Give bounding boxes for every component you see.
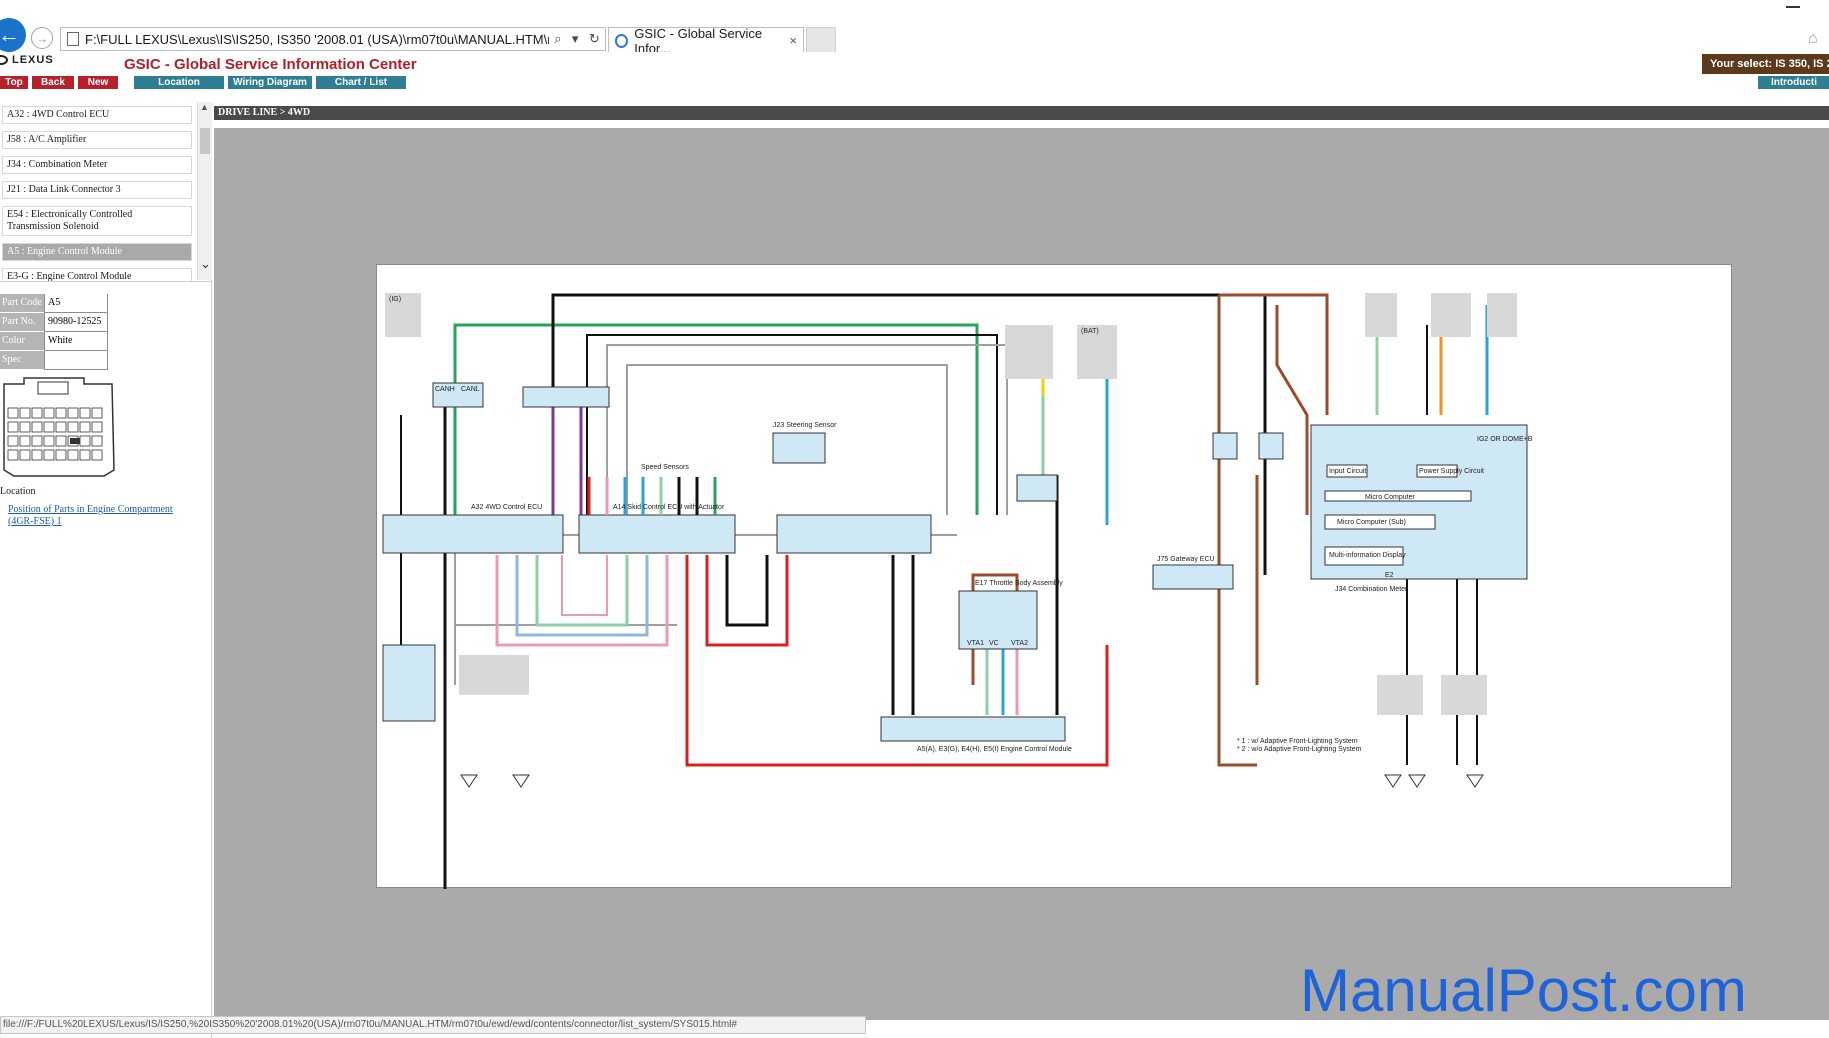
label-multi-info: Multi-information Display: [1329, 552, 1406, 559]
spec-key: Spec: [0, 351, 44, 370]
page-icon: [67, 32, 79, 46]
address-text[interactable]: F:\FULL LEXUS\Lexus\IS\IS250, IS350 '200…: [85, 31, 549, 47]
label-input-circuit: Input Circuit: [1329, 468, 1366, 475]
part-code-value: A5: [44, 294, 108, 313]
top-button[interactable]: Top: [0, 76, 28, 89]
new-button[interactable]: New: [78, 76, 118, 89]
dropdown-icon[interactable]: ▾: [571, 31, 579, 46]
label-vc: VC: [989, 640, 999, 647]
list-scrollbar[interactable]: ▲ ⌄: [197, 102, 212, 280]
park-neutral-box: [1016, 474, 1058, 502]
color-key: Color: [0, 332, 44, 351]
ie-icon: [615, 33, 629, 48]
breadcrumb: DRIVE LINE > 4WD: [214, 106, 1829, 120]
label-micro-computer-sub: Micro Computer (Sub): [1337, 519, 1406, 526]
dlc3-box: [432, 382, 484, 408]
location-link[interactable]: Position of Parts in Engine Compartment …: [8, 504, 173, 527]
wiring-diagram[interactable]: A32 4WD Control ECU A14 Skid Control ECU…: [376, 264, 1732, 945]
throttle-body-box: [958, 590, 1038, 650]
label-micro-computer: Micro Computer: [1365, 494, 1415, 501]
ac-amp-box: [1212, 432, 1238, 460]
part-no-value: 90980-12525: [44, 313, 108, 332]
forward-arrow-icon[interactable]: →: [31, 27, 53, 49]
part-no-key: Part No.: [0, 313, 44, 332]
part-code-key: Part Code: [0, 294, 44, 313]
spec-value: [44, 351, 108, 370]
minimize-icon[interactable]: [1786, 6, 1800, 8]
label-e2: E2: [1385, 572, 1394, 579]
scroll-down-icon[interactable]: ⌄: [200, 256, 211, 271]
back-button[interactable]: Back: [32, 76, 74, 89]
breadcrumb-area: DRIVE LINE > 4WD: [214, 102, 1829, 128]
junction-connector-box: [522, 386, 610, 408]
label-bat: (BAT): [1081, 328, 1099, 335]
label-speed-sensors: Speed Sensors: [641, 464, 689, 471]
list-item[interactable]: E3-G : Engine Control Module: [2, 268, 192, 281]
browser-toolbar: ← → F:\FULL LEXUS\Lexus\IS\IS250, IS350 …: [0, 0, 1829, 58]
refresh-icon[interactable]: ↻: [588, 31, 600, 46]
mpx-box: [1258, 432, 1284, 460]
ecm-box: [880, 716, 1066, 742]
label-vta2: VTA2: [1011, 640, 1028, 647]
vehicle-select-badge[interactable]: Your select: IS 350, IS 2: [1702, 54, 1829, 74]
label-skid-ecu: A14 Skid Control ECU with Actuator: [613, 504, 725, 511]
address-bar[interactable]: F:\FULL LEXUS\Lexus\IS\IS250, IS350 '200…: [60, 27, 606, 51]
new-tab-button[interactable]: [806, 27, 836, 53]
label-canl: CANL: [461, 386, 480, 393]
list-item[interactable]: E54 : Electronically Controlled Transmis…: [2, 206, 192, 236]
home-icon[interactable]: ⌂: [1808, 30, 1818, 47]
label-4wd-ecu: A32 4WD Control ECU: [471, 504, 542, 511]
connector-pinout-icon: [3, 377, 115, 477]
brand-text: LEXUS: [12, 54, 54, 66]
label-gateway: J75 Gateway ECU: [1157, 556, 1215, 563]
scroll-up-icon[interactable]: ▲: [200, 102, 209, 112]
browser-tab[interactable]: GSIC - Global Service Infor... ×: [608, 25, 804, 56]
location-button[interactable]: Location: [134, 76, 224, 89]
gateway-ecu-box: [1152, 564, 1234, 590]
introduction-button[interactable]: Introducti: [1758, 76, 1829, 89]
list-item[interactable]: A32 : 4WD Control ECU: [2, 106, 192, 124]
chart-list-button[interactable]: Chart / List: [316, 76, 406, 89]
diagram-panel: DRIVE LINE > 4WD: [214, 102, 1829, 1020]
left-panel: A32 : 4WD Control ECU J58 : A/C Amplifie…: [0, 102, 212, 1038]
note-2: * 2 : w/o Adaptive Front-Lighting System: [1237, 746, 1362, 753]
label-throttle: E17 Throttle Body Assembly: [975, 580, 1063, 587]
color-value: White: [44, 332, 108, 351]
back-arrow-icon[interactable]: ←: [0, 18, 26, 52]
label-vta1: VTA1: [967, 640, 984, 647]
list-item[interactable]: J21 : Data Link Connector 3: [2, 181, 192, 199]
ecu-4wd-box: [382, 514, 564, 554]
wiring-diagram-svg: A32 4WD Control ECU A14 Skid Control ECU…: [382, 293, 1533, 945]
search-icon[interactable]: ⌕: [554, 31, 562, 46]
lexus-emblem-icon: [0, 55, 8, 65]
junction-box: [776, 514, 932, 554]
gsic-header: LEXUS GSIC - Global Service Information …: [0, 52, 1829, 94]
label-ig2: IG2 OR DOME+B: [1477, 436, 1533, 443]
scroll-thumb[interactable]: [200, 128, 210, 154]
component-list: A32 : 4WD Control ECU J58 : A/C Amplifie…: [0, 102, 212, 282]
label-ecm: A5(A), E3(G), E4(H), E5(I) Engine Contro…: [917, 746, 1072, 753]
list-item[interactable]: J58 : A/C Amplifier: [2, 131, 192, 149]
page-title: GSIC - Global Service Information Center: [124, 56, 417, 73]
label-combination-meter: J34 Combination Meter: [1335, 586, 1408, 593]
wiring-diagram-button[interactable]: Wiring Diagram: [228, 76, 312, 89]
skid-control-ecu-box: [578, 514, 736, 554]
close-tab-icon[interactable]: ×: [789, 33, 797, 48]
label-steering-sensor: J23 Steering Sensor: [773, 422, 837, 429]
tab-title[interactable]: GSIC - Global Service Infor...: [634, 25, 763, 56]
location-label: Location: [0, 486, 36, 497]
transmission-solenoid-box: [382, 644, 436, 722]
list-item-selected[interactable]: A5 : Engine Control Module: [2, 243, 192, 261]
note-1: * 1 : w/ Adaptive Front-Lighting System: [1237, 738, 1358, 745]
label-canh: CANH: [435, 386, 455, 393]
status-bar: file:///F:/FULL%20LEXUS/Lexus/IS/IS250,%…: [0, 1016, 866, 1034]
label-ig: (IG): [389, 296, 401, 303]
list-item[interactable]: J34 : Combination Meter: [2, 156, 192, 174]
label-power-supply: Power Supply Circuit: [1419, 468, 1484, 475]
lexus-logo: LEXUS: [0, 54, 54, 66]
watermark: ManualPost.com: [1300, 957, 1747, 1024]
steering-sensor-box: [772, 432, 826, 464]
